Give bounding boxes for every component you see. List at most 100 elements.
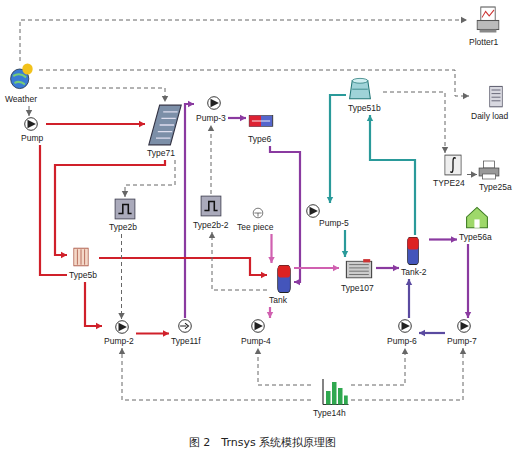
arrow-head <box>465 312 471 318</box>
pipe-connector <box>419 330 445 336</box>
arrow-head <box>119 348 125 354</box>
control-connector <box>39 88 168 102</box>
component-node: TYPE24 <box>431 153 467 190</box>
icon-shape <box>307 205 320 218</box>
component-label: Tank <box>268 295 288 306</box>
component-label: Pump-4 <box>240 336 272 347</box>
control-connector <box>255 348 311 385</box>
control-connector <box>26 106 32 116</box>
pipe-connector <box>40 145 67 275</box>
arrow-head <box>255 348 261 354</box>
arrow-head <box>61 252 67 258</box>
pipe-connector <box>342 230 348 257</box>
pipe-connector <box>99 258 267 278</box>
arrow-head <box>240 115 246 121</box>
component-label: Type6 <box>247 134 272 145</box>
icon-shape <box>13 74 26 84</box>
arrow-head <box>333 265 339 271</box>
icon-shape <box>278 266 291 278</box>
arrow-head <box>367 115 373 121</box>
icon-shape <box>310 207 318 215</box>
pump-icon <box>115 320 129 334</box>
connector-line <box>351 348 463 400</box>
icon-shape <box>482 10 494 18</box>
arrow-head <box>460 348 466 354</box>
control-connector <box>351 348 408 385</box>
component-label: Plotter1 <box>468 37 499 48</box>
component-node: Pump-2 <box>102 319 136 348</box>
diverter-icon <box>178 319 192 333</box>
component-label: Pump <box>20 133 44 144</box>
component-node: Tee piece <box>235 206 276 234</box>
component-node: Type11f <box>169 318 203 348</box>
icon-shape <box>445 155 461 175</box>
connector-line <box>122 348 311 400</box>
pipe-connector <box>228 115 246 121</box>
pump-icon <box>251 319 265 333</box>
component-node: Type2b-2 <box>191 194 231 232</box>
icon-shape <box>352 78 368 83</box>
component-label: Type71 <box>146 148 176 159</box>
pump-icon <box>24 117 38 131</box>
component-label: Type14h <box>312 408 347 419</box>
connector-line <box>270 146 300 282</box>
component-label: Tank-2 <box>400 267 428 278</box>
control-connector <box>20 17 467 61</box>
icon-shape <box>407 238 418 265</box>
tee-icon <box>252 207 264 219</box>
component-node: Tank-2 <box>399 235 429 279</box>
control-connector <box>122 160 175 197</box>
pump-icon <box>306 204 320 218</box>
arrow-head <box>188 101 194 107</box>
connector-line <box>330 95 346 203</box>
icon-shape <box>25 118 38 131</box>
control-connector <box>119 348 311 400</box>
control-connector <box>467 171 477 177</box>
pipe-connector <box>327 95 346 203</box>
icon-shape <box>74 248 88 266</box>
component-node: Type51b <box>346 75 383 115</box>
icon-shape <box>201 196 221 216</box>
arrow-head <box>327 197 333 203</box>
arrow-head <box>471 171 477 177</box>
tank-icon <box>405 236 421 266</box>
arrow-head <box>451 236 457 242</box>
connector-line <box>294 267 339 269</box>
arrow-head <box>208 125 214 131</box>
component-label: Daily load <box>470 111 509 122</box>
component-label: Type56a <box>458 232 493 243</box>
component-node: Type107 <box>339 257 376 295</box>
plotter-icon <box>476 4 500 34</box>
icon-shape <box>480 30 497 33</box>
pipe-connector <box>429 236 457 242</box>
icon-shape <box>450 158 455 172</box>
component-node: Daily load <box>469 83 511 123</box>
component-node: Pump-7 <box>445 318 479 348</box>
icon-shape <box>467 207 488 227</box>
icon-shape <box>115 199 135 219</box>
connector-line <box>211 125 212 194</box>
icon-shape <box>77 249 84 264</box>
arrow-head <box>402 348 408 354</box>
control-connector <box>209 232 267 290</box>
pipe-connector <box>85 282 102 329</box>
component-node: Type25a <box>477 159 514 194</box>
component-node: Plotter1 <box>467 3 501 49</box>
component-label: Pump-7 <box>446 336 478 347</box>
pump-icon <box>457 319 471 333</box>
arrow-head <box>442 147 448 153</box>
printer-icon <box>478 160 500 180</box>
house-icon <box>464 205 490 229</box>
component-label: Pump-5 <box>318 218 350 229</box>
chiller-icon <box>345 258 373 280</box>
icon-shape <box>352 89 368 90</box>
component-label: Pump-6 <box>386 336 418 347</box>
arrow-head <box>162 96 168 102</box>
icon-shape <box>252 121 270 122</box>
icon-shape <box>399 320 412 333</box>
connector-line <box>39 88 165 102</box>
arrow-head <box>406 279 412 285</box>
connector-line <box>20 20 467 61</box>
component-label: Type25a <box>478 182 513 193</box>
